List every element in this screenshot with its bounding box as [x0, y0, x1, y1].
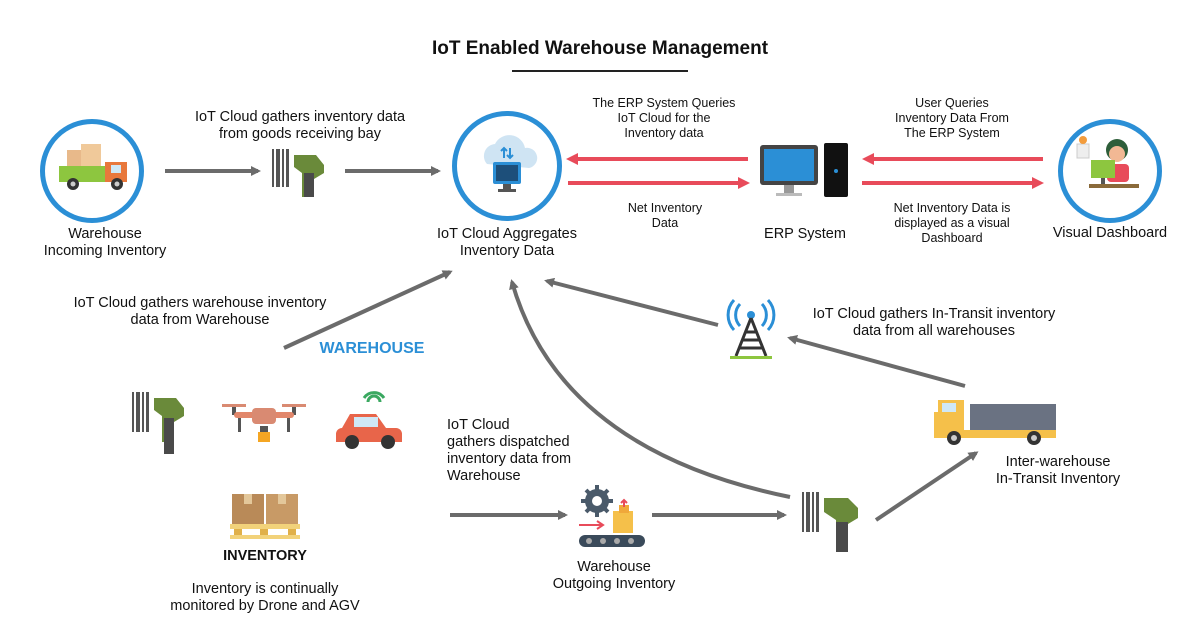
net-inventory-line1: Net Inventory — [627, 201, 703, 215]
drone-icon — [222, 404, 306, 442]
inter-warehouse-label: Inter-warehouse In-Transit Inventory — [970, 454, 1146, 488]
warehouse-gather-annotation: IoT Cloud gathers warehouse inventory da… — [42, 295, 358, 329]
net-displayed-line2: displayed as a visual — [894, 216, 1010, 230]
erp-queries-line1: The ERP System Queries — [592, 96, 736, 110]
net-displayed-annotation: Net Inventory Data is displayed as a vis… — [870, 201, 1034, 246]
title-underline — [512, 70, 688, 72]
incoming-inventory-circle — [40, 119, 144, 223]
erp-queries-line2: IoT Cloud for the — [617, 111, 711, 125]
erp-system-label: ERP System — [764, 226, 846, 242]
in-transit-gather-line1: IoT Cloud gathers In-Transit inventory — [812, 306, 1056, 322]
in-transit-gather-annotation: IoT Cloud gathers In-Transit inventory d… — [786, 306, 1082, 340]
outgoing-inventory-label: Warehouse Outgoing Inventory — [524, 559, 704, 593]
user-queries-line2: Inventory Data From — [895, 111, 1009, 125]
monitored-annotation: Inventory is continually monitored by Dr… — [130, 581, 400, 615]
user-queries-line3: The ERP System — [904, 126, 1000, 140]
erp-queries-annotation: The ERP System Queries IoT Cloud for the… — [574, 96, 754, 141]
in-transit-gather-line2: data from all warehouses — [853, 323, 1015, 339]
desktop-computer-icon — [760, 143, 848, 197]
transport-truck-icon — [934, 400, 1056, 445]
agv-car-icon — [336, 391, 402, 449]
arrow-scanner-to-truck — [874, 451, 979, 522]
visual-dashboard-circle — [1058, 119, 1162, 223]
net-displayed-line1: Net Inventory Data is — [893, 201, 1011, 215]
conveyor-gear-icon — [579, 485, 645, 547]
iot-cloud-circle — [452, 111, 562, 221]
inventory-boxes-icon — [230, 494, 300, 539]
iot-cloud-label: IoT Cloud Aggregates Inventory Data — [410, 226, 604, 260]
inter-warehouse-line2: In-Transit Inventory — [995, 471, 1121, 487]
diagram-title: IoT Enabled Warehouse Management — [431, 38, 769, 59]
monitored-line2: monitored by Drone and AGV — [170, 598, 360, 614]
net-inventory-line2: Data — [651, 216, 679, 230]
cloud-monitor-icon — [483, 135, 538, 192]
iot-cloud-label-line2: Inventory Data — [459, 243, 555, 259]
arrow-warehouse-to-cloud — [283, 270, 453, 350]
inter-warehouse-line1: Inter-warehouse — [1005, 454, 1111, 470]
dashboard-label: Visual Dashboard — [1052, 225, 1168, 241]
incoming-inventory-label: Warehouse Incoming Inventory — [10, 226, 200, 260]
incoming-label-line1: Warehouse — [68, 226, 142, 242]
delivery-truck-icon — [59, 144, 127, 190]
incoming-label-line2: Incoming Inventory — [43, 243, 167, 259]
person-dashboard-icon — [1076, 136, 1139, 188]
arrow-tower-to-cloud — [544, 277, 719, 327]
arrow-truck-to-tower — [787, 335, 966, 388]
dispatched-line1: IoT Cloud — [447, 417, 510, 433]
user-queries-line1: User Queries — [915, 96, 989, 110]
warehouse-gather-line2: data from Warehouse — [130, 312, 270, 328]
warehouse-heading: WAREHOUSE — [319, 340, 425, 357]
dispatched-line2: gathers dispatched — [447, 434, 570, 450]
inventory-heading: INVENTORY — [223, 548, 307, 564]
cell-tower-icon — [726, 298, 776, 359]
dispatched-line4: Warehouse — [447, 468, 521, 484]
monitored-line1: Inventory is continually — [191, 581, 339, 597]
dispatched-annotation: IoT Cloud gathers dispatched inventory d… — [447, 417, 627, 485]
warehouse-gather-line1: IoT Cloud gathers warehouse inventory — [73, 295, 327, 311]
outgoing-label-line1: Warehouse — [577, 559, 651, 575]
barcode-scanner-icon — [132, 392, 184, 454]
dispatched-line3: inventory data from — [447, 451, 572, 467]
user-queries-annotation: User Queries Inventory Data From The ERP… — [872, 96, 1032, 141]
receiving-bay-line2: from goods receiving bay — [219, 126, 381, 142]
erp-queries-line3: Inventory data — [624, 126, 704, 140]
receiving-bay-annotation: IoT Cloud gathers inventory data from go… — [160, 109, 440, 143]
net-displayed-line3: Dashboard — [921, 231, 983, 245]
iot-cloud-label-line1: IoT Cloud Aggregates — [437, 226, 577, 242]
barcode-scanner-icon — [802, 492, 858, 552]
barcode-scanner-icon — [272, 149, 324, 197]
net-inventory-annotation: Net Inventory Data — [590, 201, 740, 231]
arrow-scanner-curve-to-cloud — [509, 279, 791, 499]
receiving-bay-line1: IoT Cloud gathers inventory data — [194, 109, 406, 125]
outgoing-label-line2: Outgoing Inventory — [552, 576, 676, 592]
